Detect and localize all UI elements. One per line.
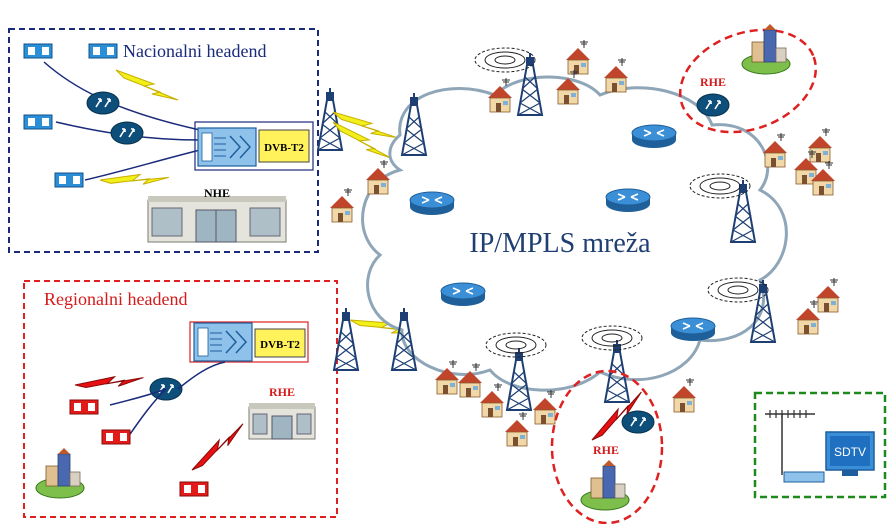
set-top-box-icon (88, 43, 118, 59)
town-icon (580, 459, 630, 511)
town-icon (35, 447, 85, 499)
house-icon (504, 411, 530, 447)
rhe-zone-top-right (678, 28, 818, 134)
house-icon (603, 57, 629, 93)
set-top-box-icon (179, 481, 209, 497)
encoder-device-icon (193, 322, 253, 362)
router-icon (440, 282, 486, 307)
cable-line (127, 388, 167, 438)
sdtv-label: SDTV (834, 445, 866, 459)
set-top-box-icon (101, 429, 131, 445)
encoder-badge-icon (110, 121, 144, 145)
dvb-box (254, 328, 306, 358)
house-icon (555, 69, 581, 105)
encoder-badge-icon (86, 91, 120, 115)
house-icon (479, 382, 505, 418)
tv-icon (825, 431, 875, 476)
sdtv-frame (753, 391, 887, 499)
encoder-device-icon (197, 127, 257, 167)
house-icon (762, 132, 788, 168)
router-icon (631, 124, 677, 149)
rhe-label-bottom: RHE (593, 443, 619, 457)
router-icon (670, 317, 716, 342)
cloud-label: IP/MPLS mreža (469, 228, 651, 259)
house-icon (795, 299, 821, 335)
nhe-label: NHE (204, 186, 230, 200)
cable-line (109, 388, 167, 406)
antenna-icon (765, 410, 815, 475)
regional-dvb-unit (189, 321, 309, 363)
lightning-icon (191, 412, 244, 482)
router-icon (605, 188, 651, 213)
regional-dvb-label: DVB-T2 (260, 339, 300, 351)
lightning-icon (115, 69, 179, 101)
national-headend-title: Nacionalni headend (123, 41, 266, 61)
set-top-box-icon (69, 399, 99, 415)
house-icon (810, 160, 836, 196)
house-icon (565, 39, 591, 75)
house-icon (329, 187, 355, 223)
rhe-building-icon (248, 403, 316, 440)
set-top-box-icon (54, 172, 84, 188)
cable-line (84, 149, 201, 181)
house-icon (487, 77, 513, 113)
ip-mpls-cloud (361, 75, 788, 392)
set-top-box-icon (23, 114, 53, 130)
house-icon (671, 377, 697, 413)
set-top-box-icon (783, 471, 825, 483)
house-icon (365, 159, 391, 195)
transmitter-tower-icon (317, 87, 343, 151)
nhe-building-icon (147, 196, 287, 243)
regional-rhe-label: RHE (269, 385, 295, 399)
rhe-label-top-right: RHE (700, 75, 726, 89)
encoder-badge-icon (696, 93, 730, 117)
set-top-box-icon (23, 43, 53, 59)
house-icon (815, 277, 841, 313)
national-dvb-unit (194, 121, 314, 171)
regional-headend-frame (23, 280, 338, 518)
router-icon (409, 191, 455, 216)
regional-headend-title: Regionalni headend (44, 289, 187, 309)
lightning-icon (332, 107, 398, 143)
national-headend-frame (8, 28, 319, 253)
national-dvb-label: DVB-T2 (264, 142, 304, 154)
house-icon (532, 389, 558, 425)
cable-line (177, 361, 226, 390)
dvb-box (258, 129, 310, 163)
rhe-zone-bottom (550, 369, 664, 524)
